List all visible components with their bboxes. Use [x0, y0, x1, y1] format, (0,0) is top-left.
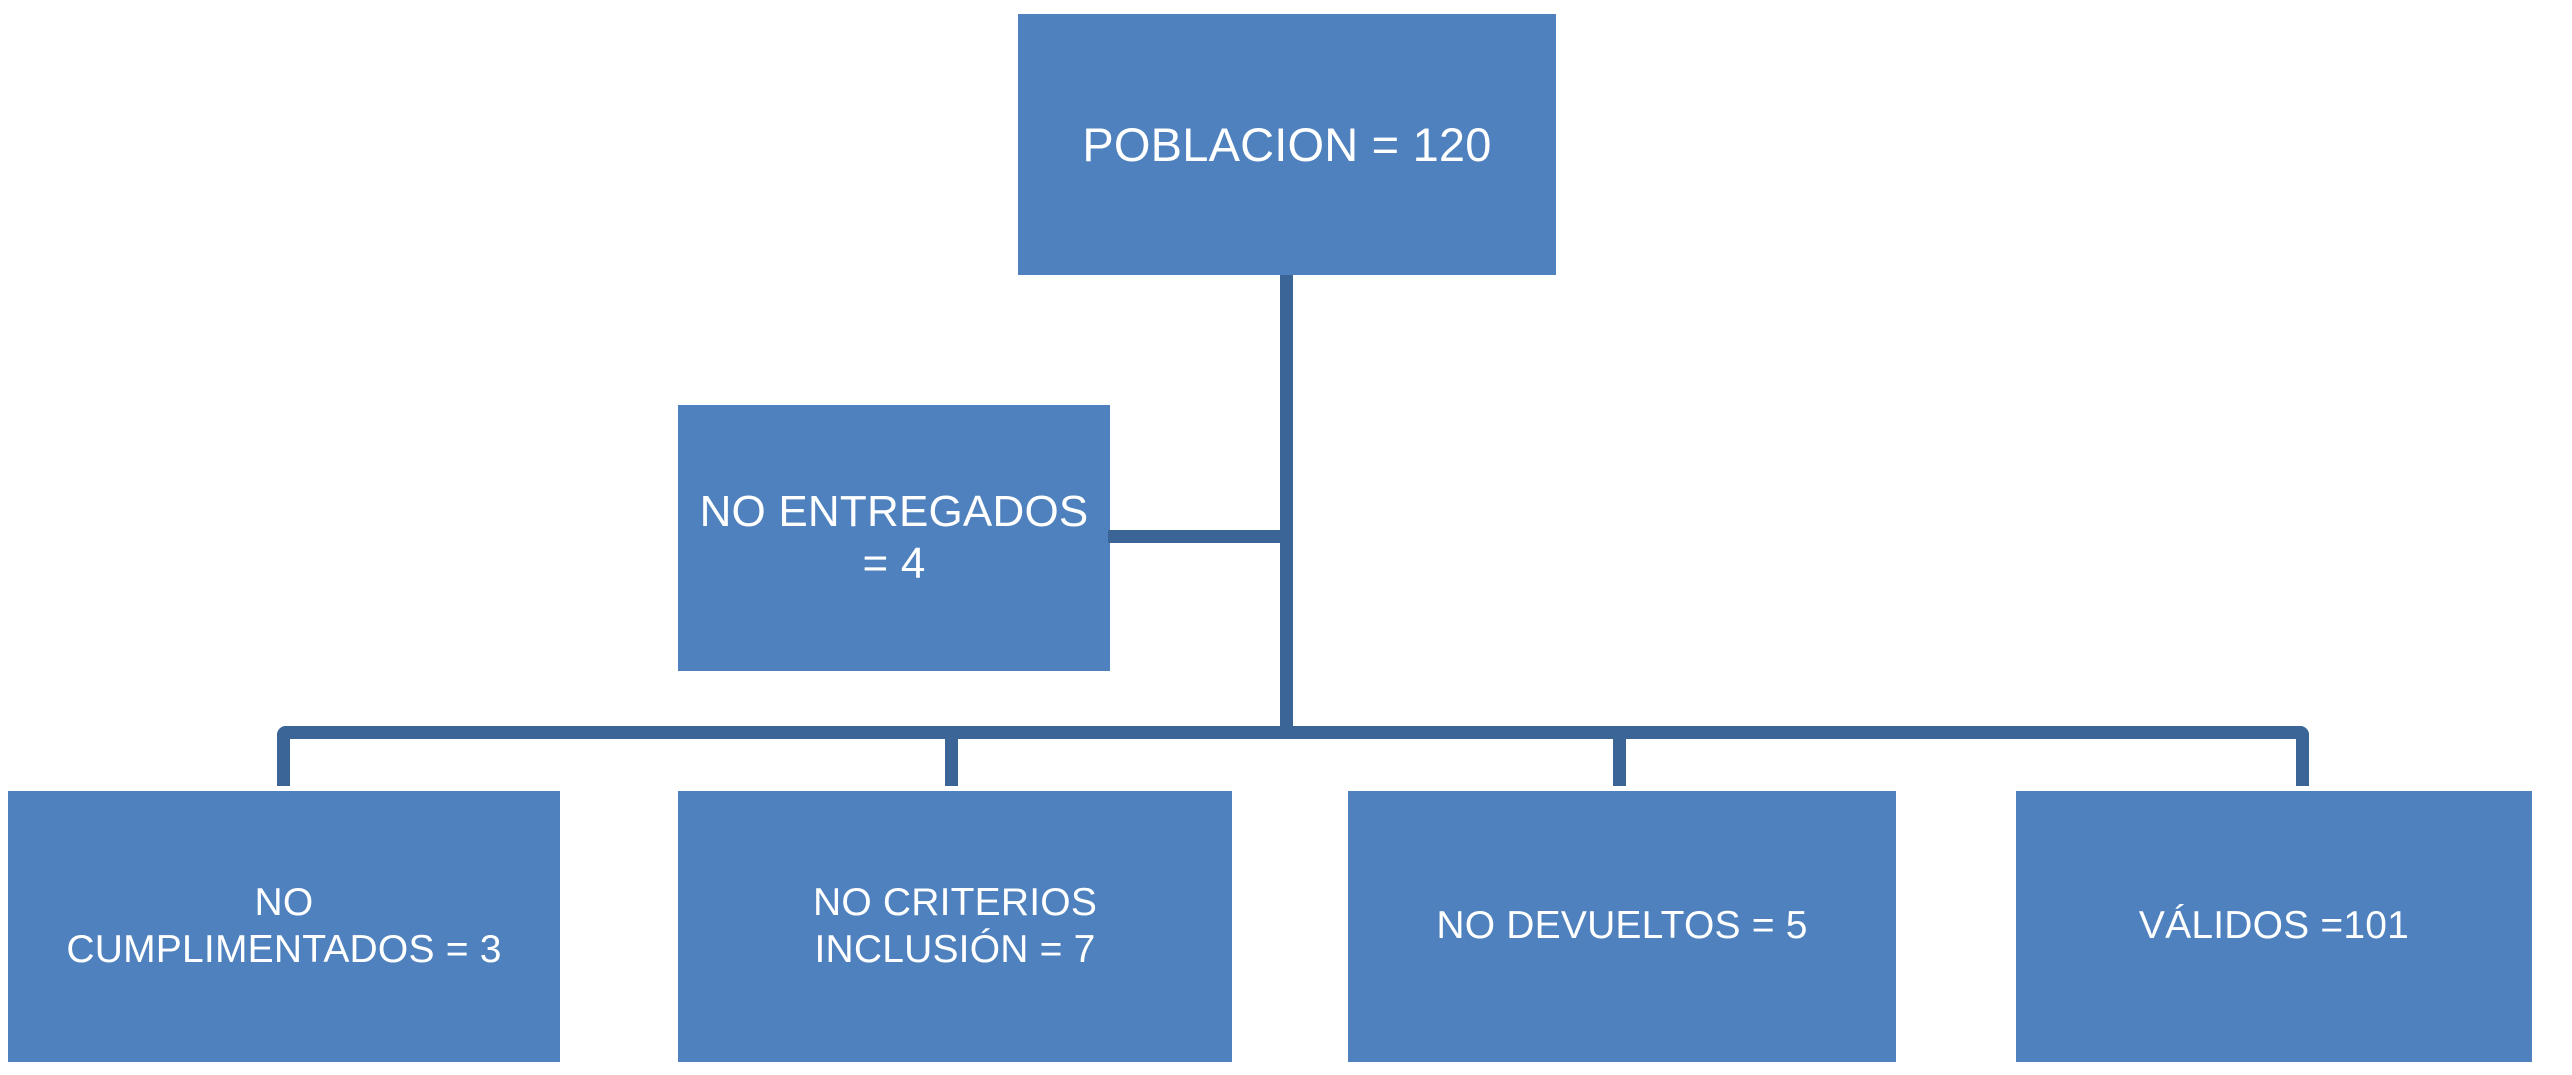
connector-drop-leaf-2 [945, 738, 958, 786]
node-no-devueltos[interactable]: NO DEVUELTOS = 5 [1348, 791, 1896, 1062]
node-no-criterios-inclusion[interactable]: NO CRITERIOS INCLUSIÓN = 7 [678, 791, 1232, 1062]
connector-bus-horizontal [284, 726, 2302, 739]
node-poblacion[interactable]: POBLACION = 120 [1018, 14, 1556, 275]
node-no-cumplimentados[interactable]: NO CUMPLIMENTADOS = 3 [8, 791, 560, 1062]
connector-side-stub-horizontal [1108, 530, 1283, 543]
connector-elbow-left [277, 726, 317, 786]
node-no-entregados[interactable]: NO ENTREGADOS = 4 [678, 405, 1110, 671]
connector-elbow-right [2269, 726, 2309, 786]
node-validos[interactable]: VÁLIDOS =101 [2016, 791, 2532, 1062]
connector-trunk-vertical [1280, 275, 1293, 738]
connector-drop-leaf-3 [1613, 738, 1626, 786]
